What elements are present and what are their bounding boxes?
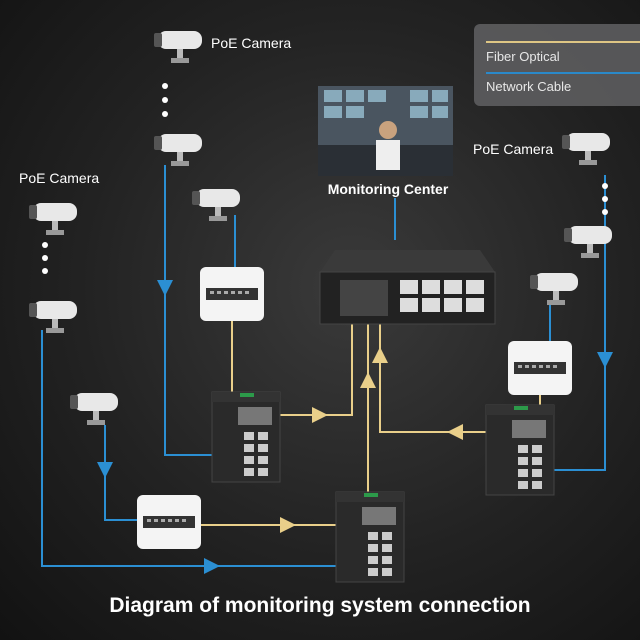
camera-icon [29,301,77,333]
camera-icon [154,31,202,63]
poe-switch-box-top-left [200,267,264,321]
industrial-switch-2 [335,491,405,583]
camera-ellipsis-dots [42,83,608,274]
fiber-cables [200,300,541,533]
legend-network-label: Network Cable [486,79,572,94]
camera-icon [70,393,118,425]
legend-fiber-label: Fiber Optical [486,49,560,64]
camera-label-right: PoE Camera [473,141,554,157]
network-cables [41,165,613,574]
camera-label-top-left: PoE Camera [211,35,292,51]
network-legend-line [486,72,640,74]
poe-switch-box-right [508,341,572,395]
monitoring-center-image [318,86,453,176]
camera-icon [562,133,610,165]
legend: Fiber Optical Network Cable [474,24,640,106]
industrial-switch-3 [485,404,555,496]
camera-icon [154,134,202,166]
camera-icon [192,189,240,221]
monitoring-center-label: Monitoring Center [327,181,449,197]
camera-icon [530,273,578,305]
diagram-title: Diagram of monitoring system connection [109,594,531,617]
network-cable-left-camera [104,425,140,521]
poe-switch-box-left [137,495,201,549]
network-cable-left-column [41,330,368,567]
camera-icon [29,203,77,235]
camera-label-left: PoE Camera [19,170,100,186]
main-fiber-switch [319,250,496,325]
industrial-switch-1 [211,391,281,483]
fiber-legend-line [486,41,640,43]
